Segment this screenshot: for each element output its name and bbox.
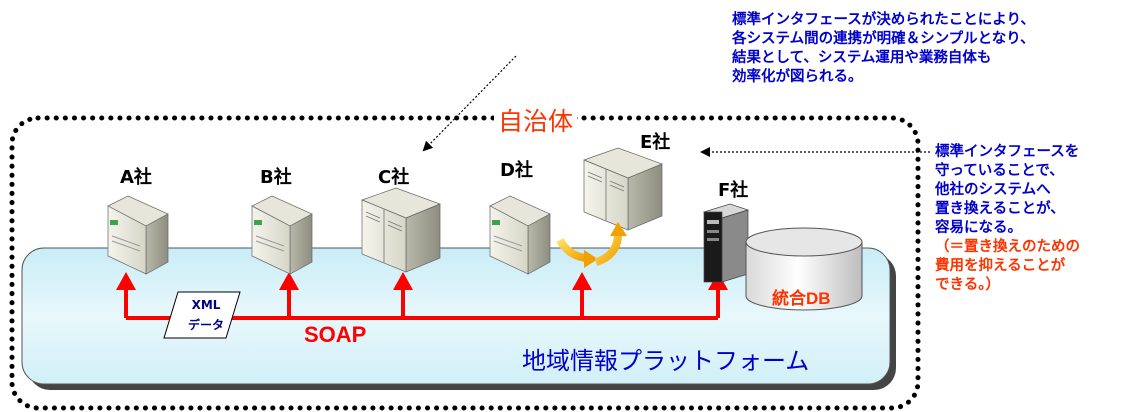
top-note-line: 結果として、システム運用や業務自体も: [732, 50, 992, 66]
top-note: 標準インタフェースが決められたことにより、 各システム間の連携が明確＆シンプルと…: [732, 11, 1035, 87]
soap-label: SOAP: [304, 322, 367, 347]
callout-arrow-top: [422, 55, 517, 152]
xml-data-doc: [163, 291, 241, 339]
xml-data-line1: XML: [191, 298, 221, 312]
company-label-a: A社: [120, 167, 152, 188]
right-note-cost-line: （＝置き換えのための: [935, 239, 1080, 255]
municipality-boundary: [9, 115, 921, 411]
right-note-line: 置き換えることが、: [935, 201, 1065, 217]
company-label-e: E社: [640, 132, 671, 153]
server-f-icon: [702, 203, 750, 283]
server-b-icon: [251, 195, 313, 275]
company-label-b: B社: [260, 167, 292, 188]
company-label-f: F社: [718, 180, 749, 201]
right-note-line: 標準インタフェースを: [935, 144, 1080, 160]
right-note-cost-line: できる。）: [935, 277, 1000, 293]
right-note: 標準インタフェースを 守っていることで、 他社のシステムへ 置き換えることが、 …: [935, 143, 1080, 295]
arrow-d: [572, 272, 592, 290]
platform-label: 地域情報プラットフォーム: [522, 347, 810, 375]
arrow-a: [116, 272, 136, 290]
server-d-icon: [489, 195, 551, 275]
integrated-db-icon: [745, 227, 863, 311]
server-e-icon: [583, 147, 663, 231]
xml-data-label: XML データ: [178, 295, 234, 335]
server-a-icon: [107, 195, 169, 275]
top-note-line: 各システム間の連携が明確＆シンプルとなり、: [732, 31, 1035, 47]
arrow-b: [279, 272, 299, 290]
right-note-line: 容易になる。: [935, 220, 1022, 236]
replace-arrows-icon: [556, 222, 627, 268]
right-note-line: 他社のシステムへ: [935, 182, 1051, 198]
server-c-icon: [361, 187, 441, 273]
top-note-line: 効率化が図られる。: [732, 69, 863, 85]
right-note-line: 守っていることで、: [935, 163, 1064, 179]
integrated-db-label: 統合DB: [772, 289, 831, 308]
company-label-d: D社: [500, 160, 533, 181]
arrow-c: [393, 272, 413, 290]
top-note-line: 標準インタフェースが決められたことにより、: [732, 12, 1035, 28]
xml-data-line2: データ: [187, 318, 224, 332]
company-label-c: C社: [378, 167, 410, 188]
right-note-cost-line: 費用を抑えることが: [935, 258, 1066, 274]
municipality-label: 自治体: [494, 102, 578, 138]
